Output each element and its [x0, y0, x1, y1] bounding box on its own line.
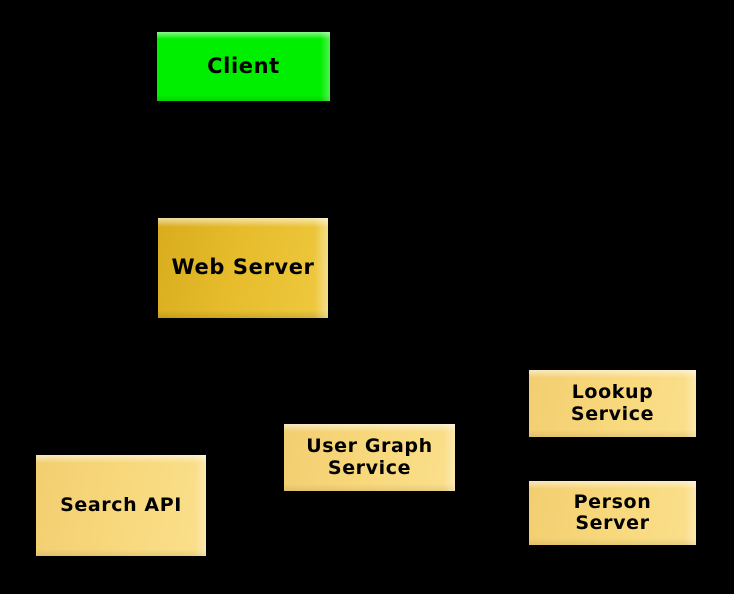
diagram-node-label: Lookup Service — [570, 381, 655, 425]
diagram-node-user-graph-service[interactable]: User Graph Service — [284, 424, 455, 491]
diagram-node-lookup-service[interactable]: Lookup Service — [529, 370, 696, 437]
diagram-node-web-server[interactable]: Web Server — [158, 218, 328, 318]
diagram-node-label: Person Server — [573, 490, 652, 534]
diagram-node-person-server[interactable]: Person Server — [529, 481, 696, 545]
diagram-node-client[interactable]: Client — [157, 32, 330, 101]
diagram-node-label: Web Server — [171, 255, 315, 280]
diagram-node-label: User Graph Service — [306, 435, 433, 479]
diagram-node-search-api[interactable]: Search API — [36, 455, 206, 556]
diagram-node-label: Client — [207, 53, 280, 78]
diagram-node-label: Search API — [60, 493, 182, 516]
